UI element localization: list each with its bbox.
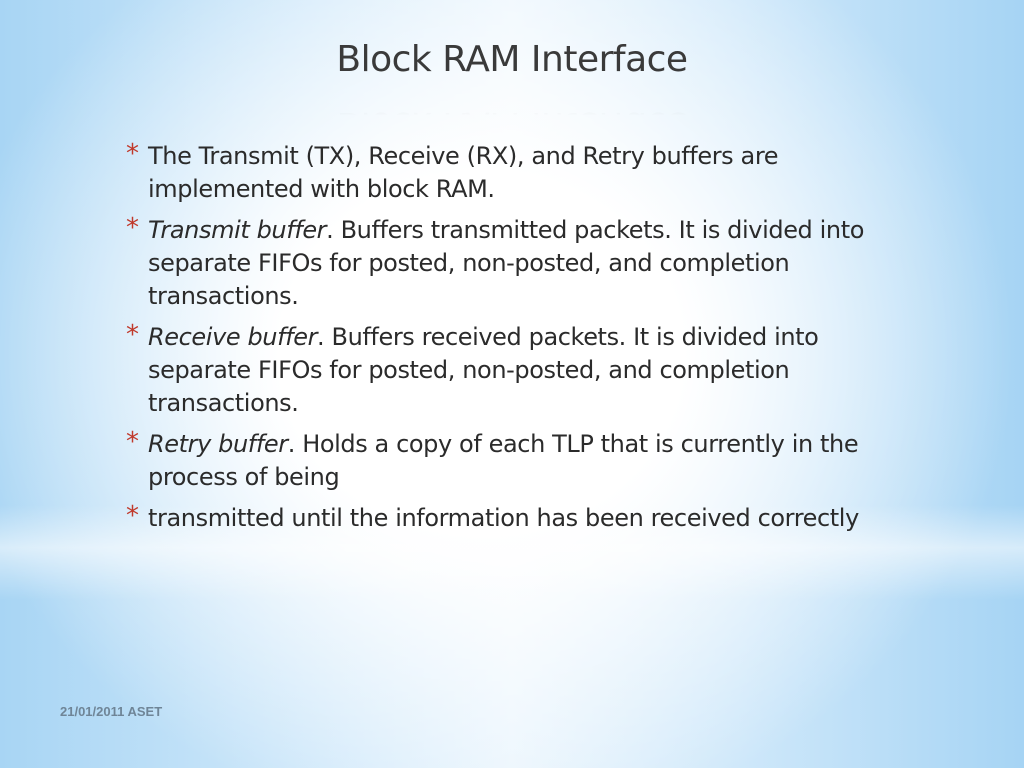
bullet-item: * The Transmit (TX), Receive (RX), and R… (126, 139, 916, 206)
slide-title: Block RAM Interface (336, 39, 688, 80)
bullet-term: Receive buffer (148, 323, 318, 351)
bullet-term: Retry buffer (148, 430, 288, 458)
bullet-text: transmitted until the information has be… (148, 504, 859, 532)
bullet-item: * transmitted until the information has … (126, 501, 916, 535)
bullet-text: The Transmit (TX), Receive (RX), and Ret… (148, 142, 779, 203)
asterisk-bullet-icon: * (126, 139, 139, 169)
bullet-item: * Retry buffer. Holds a copy of each TLP… (126, 427, 916, 494)
asterisk-bullet-icon: * (126, 213, 139, 243)
bullet-text: . Buffers received packets. It is divide… (148, 323, 819, 417)
asterisk-bullet-icon: * (126, 427, 139, 457)
slide-footer-date: 21/01/2011 ASET (60, 704, 163, 719)
bullet-term: Transmit buffer (148, 216, 327, 244)
bullet-text: . Buffers transmitted packets. It is div… (148, 216, 864, 310)
background-light-band (0, 505, 1024, 600)
bullet-item: * Receive buffer. Buffers received packe… (126, 320, 916, 420)
asterisk-bullet-icon: * (126, 501, 139, 531)
bullet-text: . Holds a copy of each TLP that is curre… (148, 430, 859, 491)
asterisk-bullet-icon: * (126, 320, 139, 350)
title-container: Block RAM Interface Block RAM Interface (0, 38, 1024, 145)
bullet-list: * The Transmit (TX), Receive (RX), and R… (126, 139, 916, 543)
bullet-item: * Transmit buffer. Buffers transmitted p… (126, 213, 916, 313)
